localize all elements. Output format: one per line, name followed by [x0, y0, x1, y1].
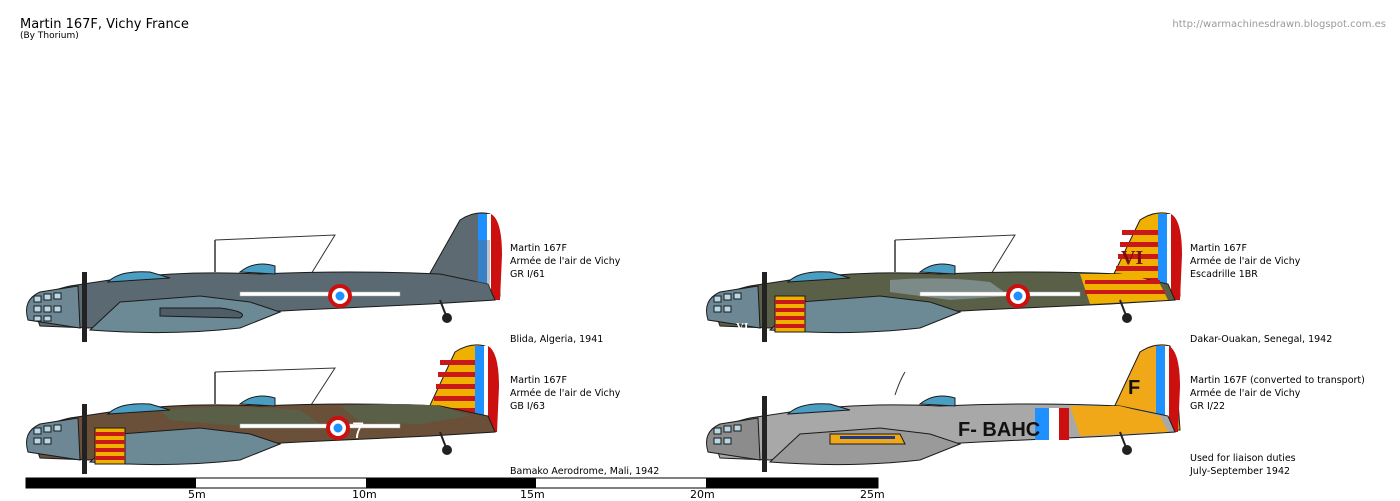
- aircraft-profile-2: VI VI: [706, 212, 1182, 342]
- fin-code-2: VI: [1121, 247, 1143, 269]
- aircraft-1-info: Martin 167F Armée de l'air de Vichy GR I…: [510, 242, 620, 281]
- nose-code-2: VI: [736, 321, 748, 333]
- aircraft-2-info: Martin 167F Armée de l'air de Vichy Esca…: [1190, 242, 1300, 281]
- aircraft-3-info: Martin 167F Armée de l'air de Vichy GB I…: [510, 374, 620, 413]
- aircraft-4-note-1: Used for liaison duties: [1190, 453, 1296, 464]
- aircraft-3-unit: GB I/63: [510, 401, 545, 412]
- aircraft-4-info: Martin 167F (converted to transport) Arm…: [1190, 374, 1365, 413]
- aircraft-3-location: Bamako Aerodrome, Mali, 1942: [510, 466, 660, 477]
- aircraft-4-note-2: July-September 1942: [1190, 466, 1291, 477]
- author-credit: (By Thorium): [20, 31, 79, 41]
- fuselage-code-3: 7: [352, 418, 364, 443]
- aircraft-1-type: Martin 167F: [510, 243, 567, 254]
- scale-label-15m: 15m: [520, 488, 545, 501]
- aircraft-1-unit: GR I/61: [510, 269, 546, 280]
- aircraft-4-operator: Armée de l'air de Vichy: [1190, 388, 1301, 399]
- registration-4: F- BAHC: [958, 419, 1040, 441]
- aircraft-1-operator: Armée de l'air de Vichy: [510, 256, 621, 267]
- scale-label-20m: 20m: [690, 488, 715, 501]
- page-title: Martin 167F, Vichy France: [20, 17, 189, 32]
- aircraft-2-type: Martin 167F: [1190, 243, 1247, 254]
- aircraft-4-notes: Used for liaison duties July-September 1…: [1190, 452, 1296, 478]
- scale-label-25m: 25m: [860, 488, 885, 501]
- aircraft-1-location: Blida, Algeria, 1941: [510, 334, 604, 345]
- aircraft-2-operator: Armée de l'air de Vichy: [1190, 256, 1301, 267]
- scale-label-10m: 10m: [352, 488, 377, 501]
- fin-code-4: F: [1128, 377, 1140, 399]
- aircraft-2-unit: Escadrille 1BR: [1190, 269, 1258, 280]
- aircraft-profile-1: [26, 212, 502, 342]
- aircraft-4-unit: GR I/22: [1190, 401, 1226, 412]
- source-url: http://warmachinesdrawn.blogspot.com.es: [1172, 19, 1386, 30]
- aircraft-2-location: Dakar-Ouakan, Senegal, 1942: [1190, 334, 1333, 345]
- aircraft-profile-3: 7: [26, 344, 499, 474]
- aircraft-3-operator: Armée de l'air de Vichy: [510, 388, 621, 399]
- scale-label-5m: 5m: [188, 488, 206, 501]
- aircraft-4-type: Martin 167F (converted to transport): [1190, 375, 1365, 386]
- aircraft-3-type: Martin 167F: [510, 375, 567, 386]
- aircraft-profile-4: F F- BAHC: [706, 344, 1181, 472]
